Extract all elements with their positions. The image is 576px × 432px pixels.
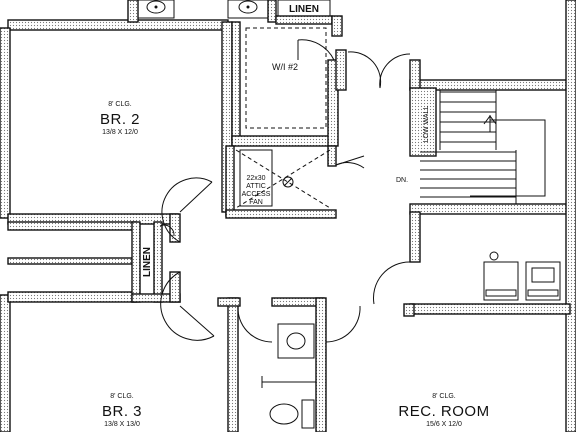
wall-rec-left-upper (409, 211, 421, 263)
wall-top-right-stub (267, 0, 277, 23)
wall-attic-bottom (225, 209, 337, 219)
wall-stair-bottom (409, 203, 576, 215)
wall-stair-left-top (335, 49, 347, 91)
attic-label-1: 22x30 (246, 175, 265, 182)
wall-bath-left-top (217, 297, 241, 307)
walk-in-label: W/I #2 (272, 62, 298, 72)
wall-rec-left-lower (403, 303, 415, 317)
wall-closet-bottom (7, 291, 137, 303)
attic-diag-2 (235, 149, 331, 209)
sink-1-drain (154, 5, 158, 9)
wall-bath-left (227, 297, 239, 432)
wall-bath-right (315, 297, 327, 432)
laundry-sink-icon (489, 251, 499, 261)
wall-stair-top-stub (409, 59, 421, 91)
wall-closet-top (7, 221, 137, 231)
br3-size: 13/8 X 13/0 (104, 421, 140, 428)
wall-top-counter (127, 0, 139, 23)
rec-ceiling: 8' CLG. (432, 393, 456, 400)
attic-label-4: FAN (249, 199, 263, 206)
sink-1-icon (146, 0, 166, 14)
wall-left-upper (0, 27, 11, 219)
attic-label-3: ACCESS (242, 191, 271, 198)
washer (483, 261, 519, 301)
rec-size: 15/6 X 12/0 (426, 421, 462, 428)
top-sink-box-2 (227, 0, 269, 19)
wall-linen-left (131, 221, 141, 303)
stair-arrow-path (470, 119, 546, 197)
wall-left-lower (0, 294, 11, 432)
wall-br3-door-stub (169, 271, 181, 303)
wall-attic-right (327, 145, 337, 167)
dryer-panel (527, 289, 559, 297)
doors (159, 39, 411, 343)
sink-2-icon (238, 0, 258, 14)
wall-top-left (7, 19, 229, 31)
wall-wi-left (231, 21, 241, 141)
dryer-door (531, 267, 555, 283)
linen-box-top (277, 0, 331, 17)
wall-attic-left (225, 145, 235, 217)
washer-panel (485, 289, 517, 297)
wall-br2-door-stub (169, 213, 181, 243)
wall-rec-top (409, 303, 571, 315)
wall-wi-bottom (231, 135, 337, 147)
br2-size: 13/8 X 12/0 (102, 129, 138, 136)
sink-2-drain (246, 5, 250, 9)
fan-line (283, 177, 293, 187)
bath-sink-icon (286, 332, 306, 350)
br2-ceiling: 8' CLG. (108, 101, 132, 108)
toilet-icon (269, 403, 299, 425)
wall-linen-right (153, 221, 163, 303)
attic-diag-1 (235, 149, 331, 209)
down-label: DN. (396, 177, 408, 184)
wall-wi-top-right (331, 15, 343, 37)
vanity (277, 323, 315, 359)
toilet-tank (301, 399, 315, 429)
rec-name: REC. ROOM (398, 403, 489, 420)
low-wall-label: LOW WALL (423, 106, 430, 143)
br3-name: BR. 3 (102, 403, 142, 420)
wall-right-outer (565, 0, 576, 432)
wall-closet-mid (7, 257, 133, 265)
br2-name: BR. 2 (100, 111, 140, 128)
wall-top-linen-box (275, 15, 333, 25)
stair-arrow-icon (483, 115, 497, 125)
attic-access-box (239, 149, 273, 207)
dryer (525, 261, 561, 301)
low-wall (409, 87, 437, 157)
linen-side-label: LINEN (142, 247, 153, 277)
linen-top-label: LINEN (289, 4, 319, 15)
fan-symbol (282, 176, 294, 188)
wi-shelf-outline (245, 27, 327, 129)
br3-ceiling: 8' CLG. (110, 393, 134, 400)
attic-label-2: ATTIC (246, 183, 266, 190)
top-sink-box-1 (137, 0, 175, 19)
